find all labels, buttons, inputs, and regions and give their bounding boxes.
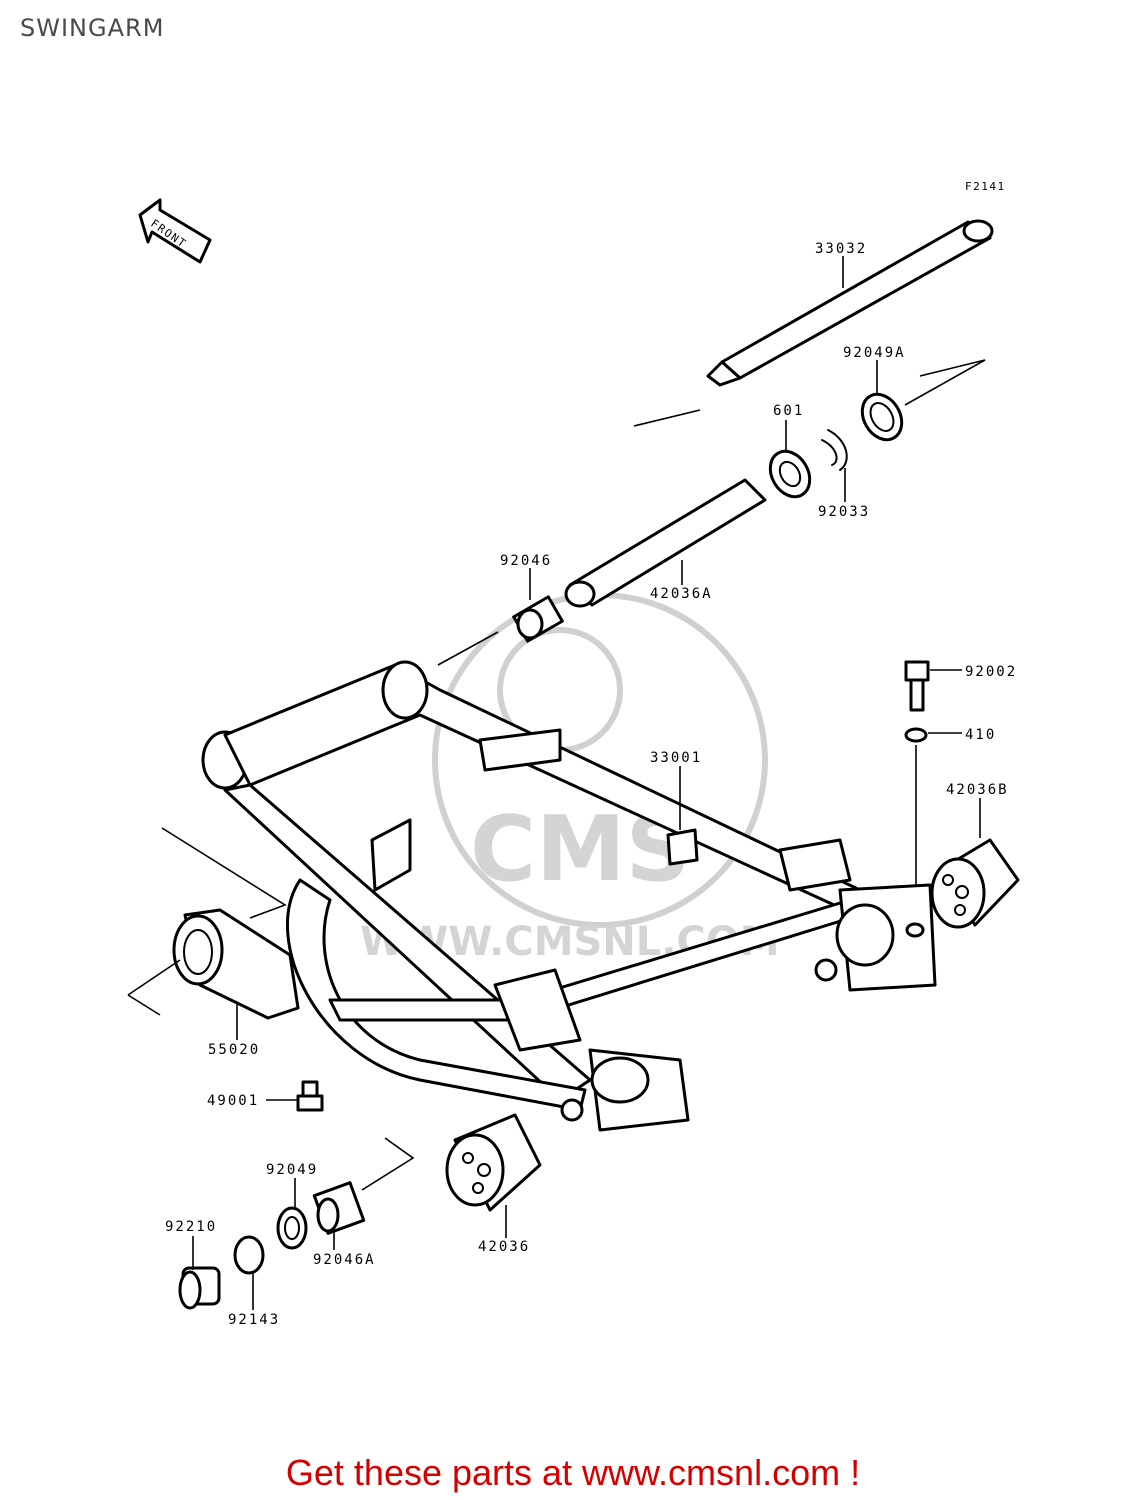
label-42036b: 42036B [946, 782, 1009, 798]
collar-92049 [276, 1206, 308, 1250]
sleeve-42036a [564, 478, 767, 608]
needle-bearing-92046a [312, 1181, 366, 1235]
label-33001: 33001 [650, 750, 702, 766]
bolt-92002 [904, 660, 930, 712]
label-92033: 92033 [818, 504, 870, 520]
label-42036: 42036 [478, 1239, 530, 1255]
swingarm-frame [201, 660, 937, 1132]
label-49001: 49001 [207, 1093, 259, 1109]
ball-bearing-601 [768, 449, 812, 499]
grease-nipple-49001 [296, 1080, 324, 1112]
bush-92210 [178, 1266, 221, 1310]
bushing-42036 [445, 1113, 542, 1212]
bracket-55020 [172, 908, 300, 1020]
circlip-92033 [821, 429, 848, 471]
label-92049: 92049 [266, 1162, 318, 1178]
promo-link[interactable]: Get these parts at www.cmsnl.com ! [285, 1452, 861, 1493]
needle-bearing-92046 [512, 595, 564, 643]
label-92002: 92002 [965, 664, 1017, 680]
label-92046: 92046 [500, 553, 552, 569]
label-33032: 33032 [815, 241, 867, 257]
label-92049a: 92049A [843, 345, 906, 361]
front-direction-arrow: FRONT [138, 198, 212, 264]
label-55020: 55020 [208, 1042, 260, 1058]
washer-410 [904, 727, 928, 743]
page-title: SWINGARM [20, 14, 165, 42]
bushing-42036b [930, 838, 1020, 929]
label-92143: 92143 [228, 1312, 280, 1328]
collar-92049a [860, 392, 904, 442]
pivot-shaft [706, 219, 994, 387]
collar-92143 [233, 1235, 265, 1275]
label-410: 410 [965, 727, 996, 743]
label-92210: 92210 [165, 1219, 217, 1235]
label-42036a: 42036A [650, 586, 713, 602]
figure-code: F2141 [965, 180, 1006, 193]
label-601: 601 [773, 403, 804, 419]
label-92046a: 92046A [313, 1252, 376, 1268]
